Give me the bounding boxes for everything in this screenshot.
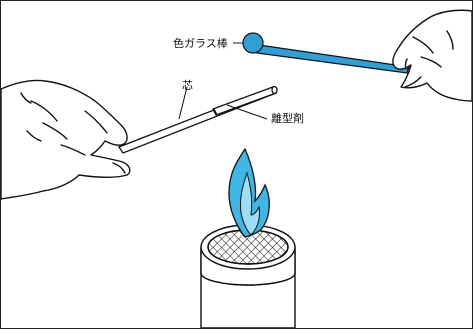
flame-icon bbox=[228, 147, 270, 238]
core-label: 芯 bbox=[182, 79, 193, 92]
release-agent-label: 離型剤 bbox=[271, 112, 304, 125]
colored-glass-rod bbox=[242, 32, 410, 74]
core-rod bbox=[118, 85, 278, 154]
hand-holding-glass-icon bbox=[392, 9, 472, 102]
colored-glass-rod-label: 色ガラス棒 bbox=[173, 37, 228, 50]
hand-holding-rod-icon bbox=[1, 79, 131, 200]
gas-burner-icon bbox=[200, 224, 296, 328]
